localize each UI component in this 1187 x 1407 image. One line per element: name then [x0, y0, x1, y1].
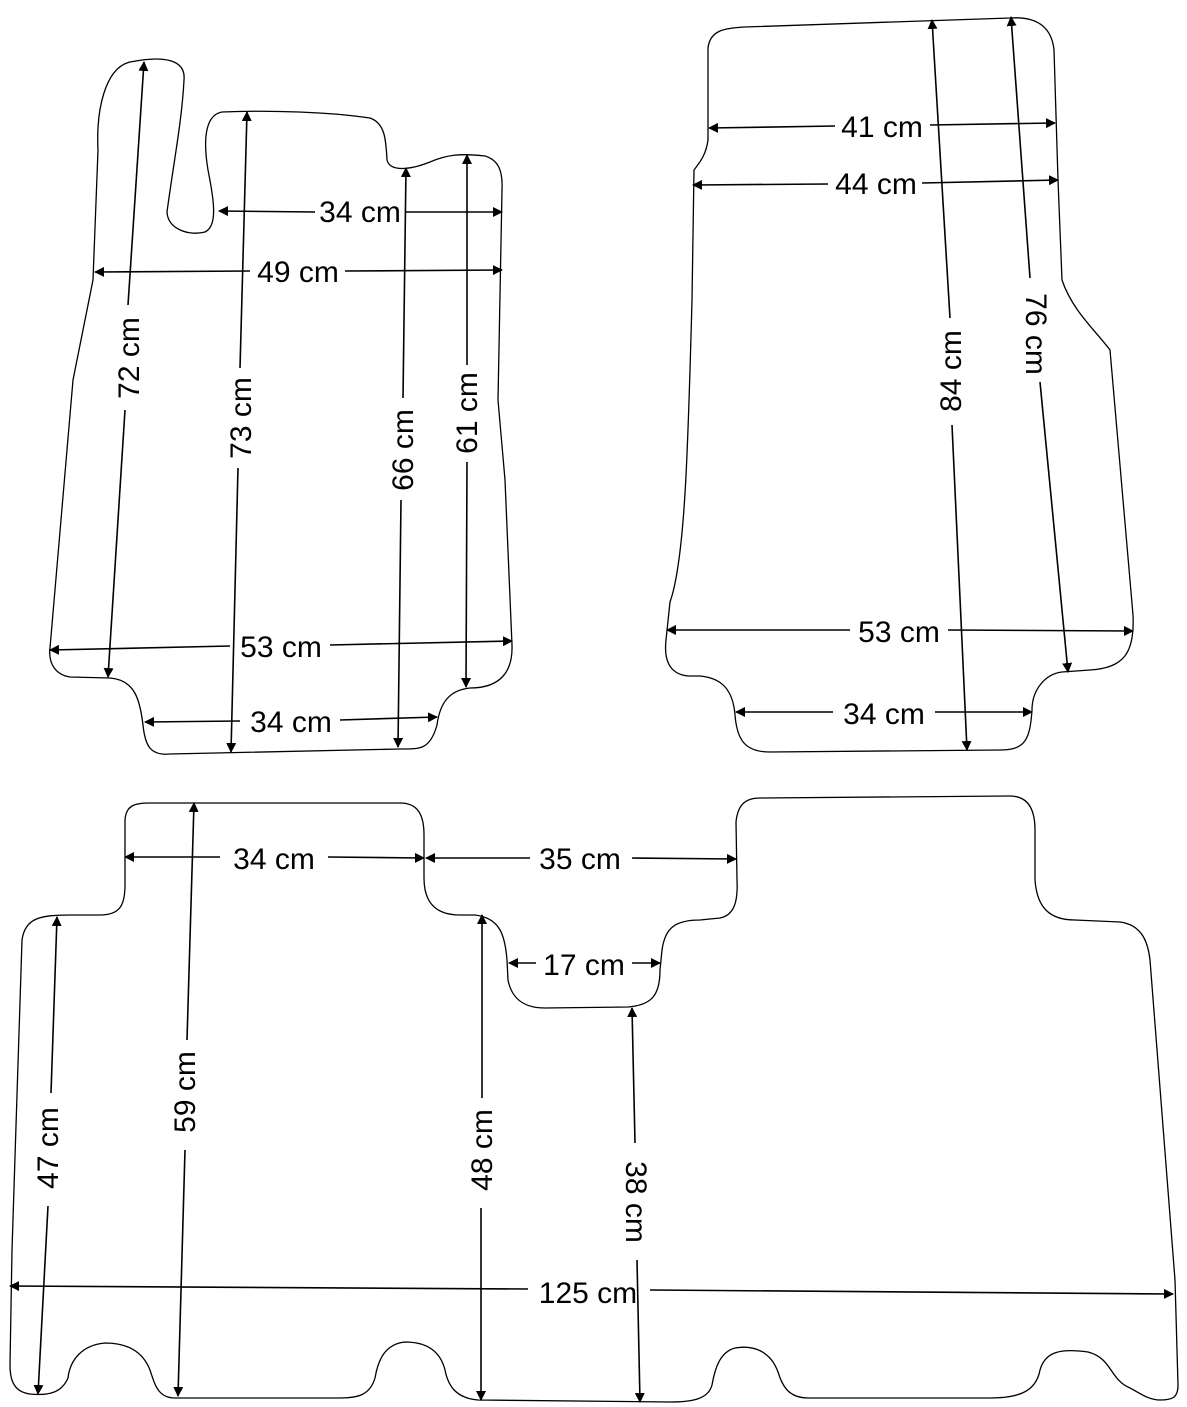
rear-mat-outline — [9, 795, 1179, 1403]
dim-line-fl-h-72-end — [103, 409, 126, 678]
dim-label-fr-top-41: 41 cm — [841, 111, 923, 144]
dim-line-fl-h-61-end — [461, 461, 472, 688]
dim-line-r-h-38-end — [634, 1259, 645, 1403]
dim-line-fl-h-72-start — [127, 61, 149, 306]
dim-line-fr-h-76-start — [1006, 16, 1031, 279]
dim-label-fl-h-72: 72 cm — [113, 317, 146, 399]
dim-line-fl-bottom-53-start — [49, 644, 231, 655]
dim-line-fl-width-49-start — [94, 266, 251, 277]
dim-label-fl-h-73: 73 cm — [225, 377, 258, 459]
dim-line-fr-bottom-53-end — [947, 625, 1134, 636]
dim-line-fl-h-66-end — [393, 499, 404, 748]
dim-label-fr-bottom-53: 53 cm — [858, 616, 940, 649]
dim-line-fr-h-84-start — [927, 19, 951, 319]
dim-line-fl-width-49-end — [344, 265, 503, 276]
dim-label-fl-width-49: 49 cm — [257, 256, 339, 289]
dim-line-fr-top-41-end — [929, 118, 1056, 129]
dim-line-fr-width-44-end — [921, 175, 1059, 186]
dim-line-fr-width-44-start — [692, 179, 829, 190]
dim-line-r-h-47-end — [33, 1205, 49, 1395]
dim-label-fr-heel-34: 34 cm — [843, 698, 925, 731]
dim-line-fl-h-73-end — [226, 467, 239, 753]
dim-line-r-total-125-start — [9, 1281, 529, 1292]
dim-label-r-tunnel-17: 17 cm — [543, 949, 625, 982]
dim-label-fl-h-66: 66 cm — [387, 409, 420, 491]
dim-label-fr-h-84: 84 cm — [935, 330, 968, 412]
dim-line-fl-heel-34-start — [144, 716, 241, 727]
dim-line-fr-h-84-end — [951, 424, 972, 751]
dim-line-r-h-38-start — [627, 1007, 638, 1144]
dim-label-r-h-47: 47 cm — [32, 1107, 65, 1189]
dim-label-r-h-48: 48 cm — [466, 1109, 499, 1191]
front-left-mat-outline — [49, 58, 513, 755]
dim-line-r-h-59-start — [186, 802, 199, 1041]
dim-label-r-h-38: 38 cm — [619, 1161, 652, 1243]
dim-line-r-gap-35-end — [631, 853, 737, 864]
dim-label-r-gap-35: 35 cm — [539, 843, 621, 876]
dim-line-r-h-59-end — [173, 1149, 186, 1397]
dim-line-fr-h-76-end — [1039, 381, 1073, 673]
dim-line-fl-heel-34-end — [339, 712, 438, 723]
dim-line-r-h-47-start — [50, 916, 62, 1094]
dim-line-fl-bottom-53-end — [329, 636, 513, 647]
dim-label-fl-heel-34: 34 cm — [250, 706, 332, 739]
dim-line-fl-top-34-start — [218, 206, 316, 217]
dim-line-r-top-34-end — [327, 852, 425, 863]
dim-line-r-total-125-end — [649, 1288, 1174, 1299]
dim-label-fr-width-44: 44 cm — [835, 168, 917, 201]
dim-label-fl-top-34: 34 cm — [319, 196, 401, 229]
dim-line-fl-h-73-start — [239, 111, 252, 369]
dim-label-r-total-125: 125 cm — [539, 1277, 637, 1310]
dim-label-fl-bottom-53: 53 cm — [240, 631, 322, 664]
dim-label-r-h-59: 59 cm — [169, 1051, 202, 1133]
dim-line-fl-h-66-start — [400, 167, 411, 399]
dimension-lines — [9, 16, 1174, 1403]
dim-label-r-top-34: 34 cm — [233, 843, 315, 876]
dim-label-fl-h-61: 61 cm — [451, 372, 484, 454]
front-right-mat-outline — [664, 17, 1134, 753]
dim-label-fr-h-76: 76 cm — [1019, 293, 1052, 375]
dim-line-fr-top-41-start — [708, 122, 836, 133]
